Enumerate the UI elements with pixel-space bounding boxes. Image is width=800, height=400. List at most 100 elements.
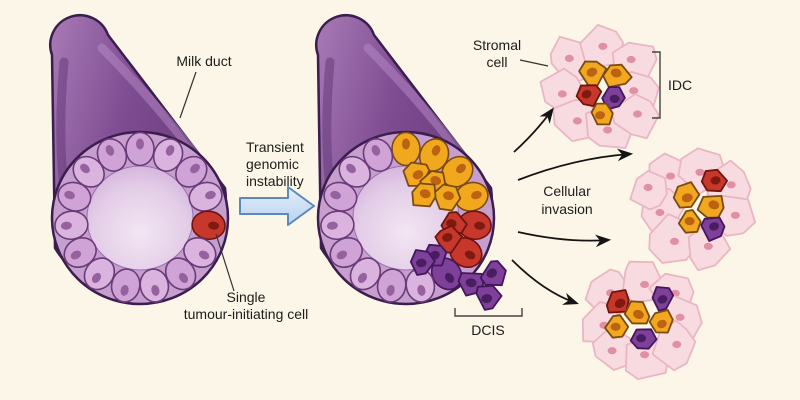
milk-duct-label: Milk duct: [176, 53, 231, 69]
invasion-arrow-4: [511, 259, 579, 305]
duct-lining-ring: [54, 131, 226, 303]
cell-nucleus: [412, 170, 424, 180]
cell-nucleus: [471, 190, 482, 200]
cell-nucleus: [198, 250, 210, 260]
cell-nucleus: [464, 250, 476, 260]
cell-nucleus: [165, 145, 175, 156]
dcis-cell-clusters: [402, 161, 507, 311]
cell-nucleus: [178, 272, 189, 283]
transition-label-line3: instability: [246, 173, 304, 189]
cell-nucleus: [402, 138, 410, 150]
cell-nucleus: [643, 183, 653, 191]
tumour-cell-pointer: [215, 233, 235, 292]
stromal-cell-label-line1: Stromal: [473, 37, 521, 53]
idc-label: IDC: [668, 77, 692, 93]
cell-nucleus: [336, 250, 348, 260]
cell-nucleus: [666, 172, 675, 180]
cell-nucleus: [474, 221, 486, 230]
cell-nucleus: [64, 190, 75, 200]
cell-nucleus: [708, 200, 720, 210]
cell-nucleus: [726, 181, 736, 189]
cell-nucleus: [626, 55, 636, 64]
cell-nucleus: [136, 138, 144, 150]
cell-nucleus: [670, 237, 679, 245]
cell-nucleus: [636, 334, 647, 343]
cellular-invasion-label-line2: invasion: [541, 201, 592, 217]
cell-nucleus: [681, 193, 693, 203]
cell-nucleus: [486, 268, 498, 278]
cell-nucleus: [640, 280, 650, 289]
cell-nucleus: [657, 319, 667, 329]
cell-nucleus: [465, 278, 477, 288]
cell-nucleus: [657, 295, 668, 304]
cell-nucleus: [633, 110, 642, 118]
stromal-cell-label-line2: cell: [486, 54, 507, 70]
cell-nucleus: [417, 284, 426, 296]
cell-nucleus: [443, 191, 454, 201]
cell-nucleus: [695, 168, 705, 176]
progression-arrow: [239, 186, 315, 226]
stromal-tissue-clusters: [539, 24, 756, 380]
cell-nucleus: [610, 322, 621, 331]
transition-label-line2: genomic: [246, 156, 299, 172]
cell-nucleus: [572, 117, 582, 125]
cell-nucleus: [190, 163, 200, 174]
cell-nucleus: [581, 89, 592, 99]
cell-nucleus: [607, 347, 617, 355]
milk-duct-pointer: [179, 71, 197, 119]
cell-nucleus: [80, 163, 90, 174]
dcis-label: DCIS: [471, 322, 504, 338]
cell-nucleus: [70, 250, 82, 260]
cell-nucleus: [91, 272, 102, 283]
single-cell-label-line1: Single: [227, 289, 266, 305]
transition-label-line1: Transient: [246, 139, 304, 155]
cell-nucleus: [444, 272, 455, 283]
invasion-arrows: [511, 107, 634, 305]
cell-nucleus: [557, 90, 567, 98]
cell-nucleus: [609, 94, 620, 104]
cell-nucleus: [710, 176, 721, 185]
cell-nucleus: [610, 68, 622, 78]
duct-lining-ring-dcis: [320, 131, 492, 303]
cell-nucleus: [598, 42, 608, 50]
transition-group: Transient genomic instability: [239, 139, 315, 226]
cell-nucleus: [346, 163, 356, 174]
cell-nucleus: [629, 87, 639, 95]
cell-nucleus: [205, 190, 216, 200]
cell-nucleus: [730, 211, 740, 219]
cell-nucleus: [60, 221, 72, 230]
cell-nucleus: [431, 145, 441, 156]
cell-nucleus: [105, 145, 115, 156]
cell-nucleus: [675, 313, 685, 321]
single-cell-label-line2: tumour-initiating cell: [184, 306, 309, 322]
cell-nucleus: [481, 294, 493, 304]
cell-nucleus: [603, 126, 613, 134]
cell-nucleus: [386, 284, 395, 296]
cell-nucleus: [326, 221, 338, 230]
cell-nucleus: [357, 272, 368, 283]
invasion-arrow-2: [517, 148, 634, 181]
dcis-bracket: [454, 308, 523, 317]
cell-nucleus: [151, 284, 160, 296]
cell-nucleus: [703, 242, 713, 250]
cell-nucleus: [595, 111, 606, 120]
cell-nucleus: [709, 222, 720, 231]
cell-nucleus: [442, 233, 453, 242]
cell-nucleus: [419, 189, 431, 199]
cell-nucleus: [456, 163, 466, 174]
invasion-arrow-3: [517, 231, 612, 248]
cell-nucleus: [446, 219, 457, 228]
invasion-arrow-1: [513, 107, 554, 153]
cell-nucleus: [430, 176, 442, 186]
idc-bracket: [652, 51, 661, 119]
cell-nucleus: [415, 258, 427, 268]
cell-nucleus: [655, 208, 665, 217]
cell-nucleus: [614, 298, 626, 308]
stromal-cell-pointer: [519, 59, 549, 67]
cellular-invasion-label-line1: Cellular: [543, 183, 591, 199]
cell-nucleus: [120, 284, 129, 296]
cell-nucleus: [633, 309, 644, 320]
cell-nucleus: [672, 340, 682, 348]
